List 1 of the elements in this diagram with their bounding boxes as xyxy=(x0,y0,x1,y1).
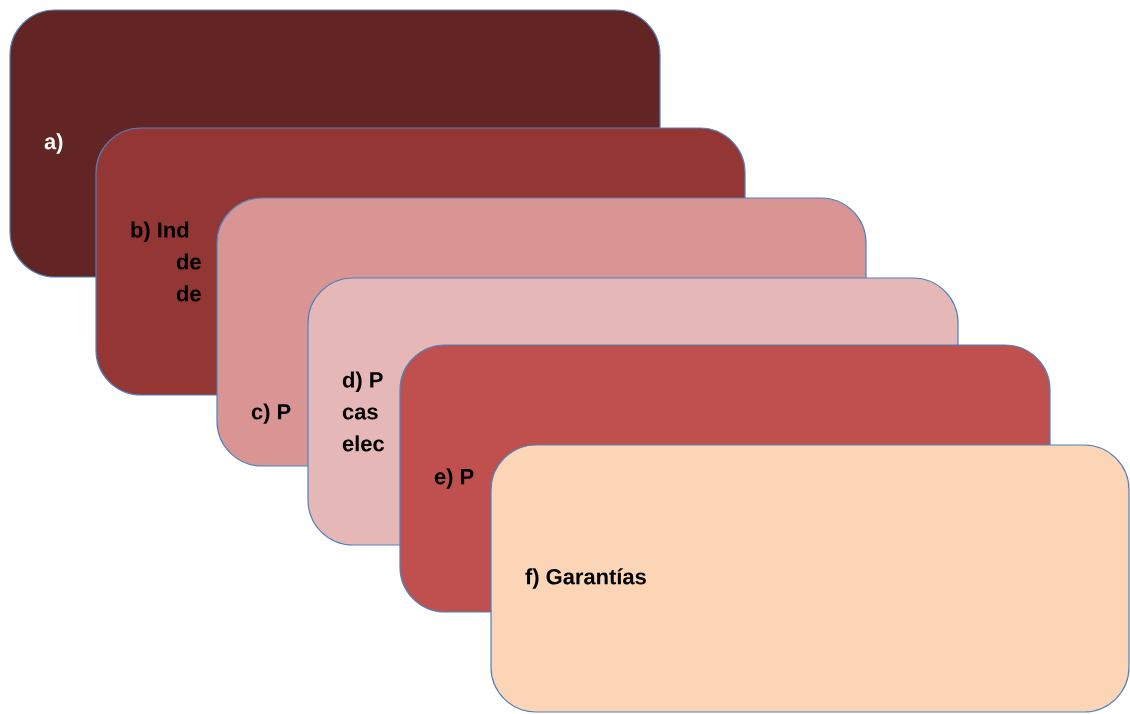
card: f) Garantías xyxy=(490,444,1130,713)
